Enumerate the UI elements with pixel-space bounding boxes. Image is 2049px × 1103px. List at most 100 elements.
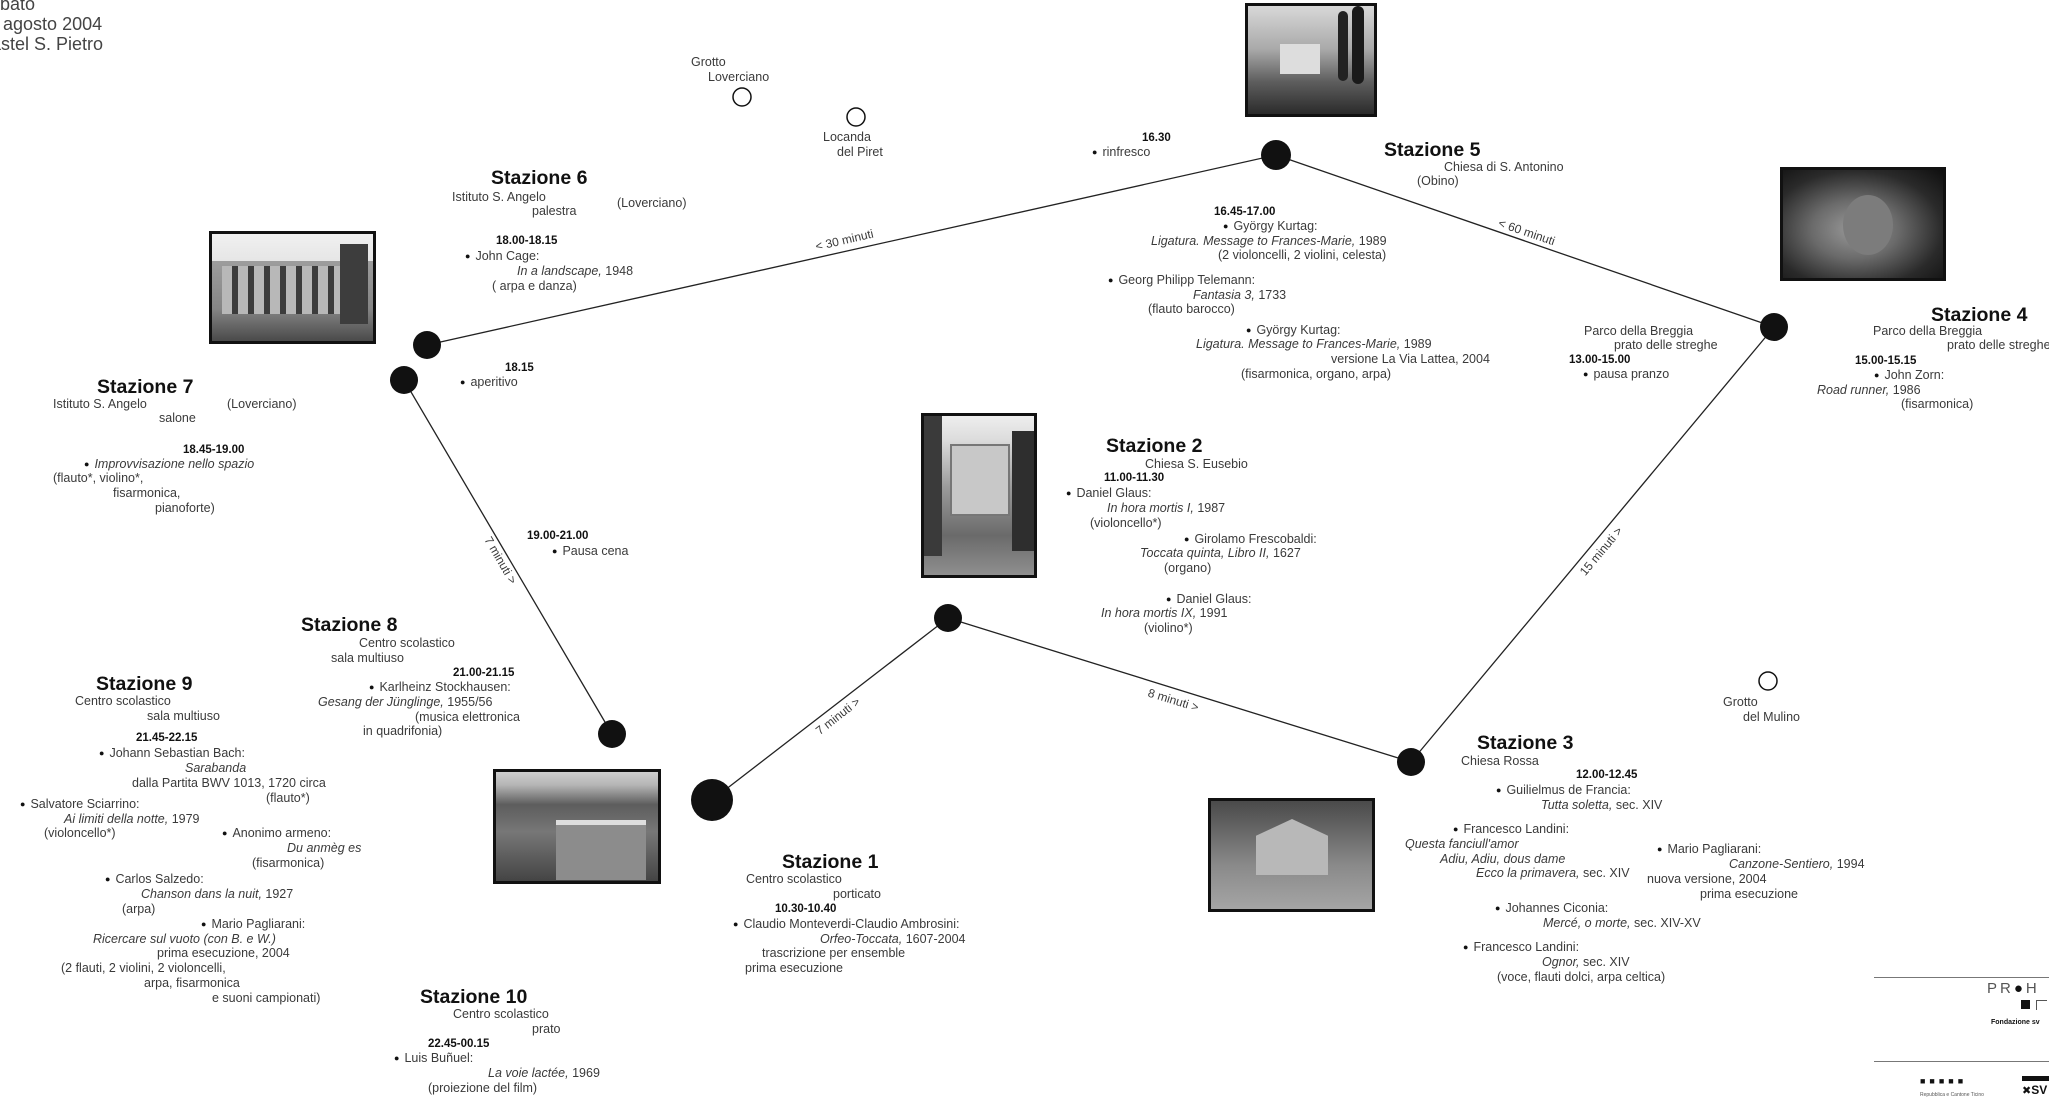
node-stazione-1[interactable] — [691, 779, 733, 821]
sponsor-canton: Repubblica e Cantone Ticino — [1920, 1092, 1984, 1098]
node-stazione-7[interactable] — [390, 366, 418, 394]
stazione-1-location-2: porticato — [833, 887, 881, 901]
stazione-9-item-1-composer: Johann Sebastian Bach: — [99, 746, 245, 762]
stazione-8-time: 21.00-21.15 — [453, 667, 515, 679]
logo-dot-icon: ● — [2013, 980, 2026, 997]
stazione-3-item-4-work: Mercé, o morte, sec. XIV-XV — [1543, 916, 1701, 930]
aperitivo-time: 18.15 — [505, 362, 534, 374]
stazione-3-location: Chiesa Rossa — [1461, 754, 1539, 768]
header-day: Sabato — [0, 0, 36, 14]
stazione-9-item-4-instr: (arpa) — [122, 902, 156, 916]
photo-stazione-6 — [209, 231, 376, 344]
stazione-2-item-2-work: Toccata quinta, Libro II, 1627 — [1140, 546, 1301, 560]
stazione-9-item-3-composer: Anonimo armeno: — [222, 826, 331, 842]
stazione-1-location: Centro scolastico — [746, 872, 842, 886]
node-grotto-loverciano[interactable] — [732, 87, 752, 107]
stazione-7-work: Improvvisazione nello spazio — [84, 457, 254, 473]
stazione-9-time: 21.45-22.15 — [136, 732, 198, 744]
stazione-10-location: Centro scolastico — [453, 1007, 549, 1021]
route-s7-s8 — [403, 379, 613, 735]
rinfresco-time: 16.30 — [1142, 132, 1171, 144]
stazione-7-instr-1: (flauto*, violino*, — [53, 471, 144, 485]
stazione-4-location-2: prato delle streghe — [1947, 338, 2049, 352]
logo-text-1: PR — [1987, 980, 2014, 997]
node-grotto-mulino[interactable] — [1758, 671, 1778, 691]
stazione-2-item-3-instr: (violino*) — [1144, 621, 1193, 635]
stazione-9-item-4-work: Chanson dans la nuit, 1927 — [141, 887, 294, 901]
place-grotto-loverciano: Grotto Loverciano — [691, 55, 769, 85]
cena-time: 19.00-21.00 — [527, 530, 589, 542]
stazione-6-location-2: palestra — [532, 204, 577, 218]
stazione-8-instr-2: in quadrifonia) — [363, 724, 443, 738]
stazione-6-work: In a landscape, 1948 — [517, 264, 634, 278]
stazione-5-item-3-composer: György Kurtag: — [1246, 323, 1340, 339]
logo-rule-bottom — [1874, 1061, 2049, 1062]
logo-rule-top — [1874, 977, 2049, 978]
node-stazione-8[interactable] — [598, 720, 626, 748]
stazione-5-item-2-composer: Georg Philipp Telemann: — [1108, 273, 1255, 289]
pranzo-location-2: prato delle streghe — [1614, 338, 1718, 352]
stazione-7-location: Istituto S. Angelo — [53, 397, 147, 411]
stazione-9-item-3-instr: (fisarmonica) — [252, 856, 325, 870]
stazione-7-title: Stazione 7 — [97, 376, 194, 398]
stazione-3-item-2-work-1: Questa fanciull'amor — [1405, 837, 1519, 851]
stazione-10-work: La voie lactée, 1969 — [488, 1066, 600, 1080]
route-s4-s3 — [1410, 326, 1775, 763]
stazione-7-location-3: (Loverciano) — [227, 397, 297, 411]
stazione-3-item-4-composer: Johannes Ciconia: — [1495, 901, 1608, 917]
stazione-2-title: Stazione 2 — [1106, 435, 1203, 457]
aperitivo-item: aperitivo — [460, 375, 517, 391]
stazione-9-item-5-composer: Mario Pagliarani: — [201, 917, 305, 933]
stazione-7-instr-2: fisarmonica, — [113, 486, 181, 500]
stazione-9-item-2-composer: Salvatore Sciarrino: — [20, 797, 139, 813]
cena-item: Pausa cena — [552, 544, 628, 560]
node-locanda-piret[interactable] — [846, 107, 866, 127]
route-s6-s5 — [426, 154, 1277, 346]
node-stazione-4[interactable] — [1760, 313, 1788, 341]
route-s5-s4 — [1275, 154, 1775, 328]
node-stazione-2[interactable] — [934, 604, 962, 632]
stazione-3-item-5-work: Ognor, sec. XIV — [1542, 955, 1630, 969]
stazione-10-location-2: prato — [532, 1022, 561, 1036]
stazione-8-location: Centro scolastico — [359, 636, 455, 650]
pranzo-item: pausa pranzo — [1583, 367, 1669, 383]
photo-stazione-4 — [1780, 167, 1946, 281]
place-label: Locanda — [823, 130, 871, 144]
stazione-3-item-3-composer: Mario Pagliarani: — [1657, 842, 1761, 858]
stazione-2-item-1-composer: Daniel Glaus: — [1066, 486, 1151, 502]
place-label: del Mulino — [1743, 710, 1800, 724]
stazione-3-item-3-work: Canzone-Sentiero, 1994 — [1729, 857, 1865, 871]
route-s3-s2 — [947, 617, 1412, 763]
header-place: Castel S. Pietro — [0, 34, 104, 54]
stazione-9-item-4-composer: Carlos Salzedo: — [105, 872, 203, 888]
stazione-8-composer: Karlheinz Stockhausen: — [369, 680, 510, 696]
stazione-2-item-2-instr: (organo) — [1164, 561, 1212, 575]
stazione-3-item-3-line-2: nuova versione, 2004 — [1647, 872, 1767, 886]
stazione-3-item-2-composer: Francesco Landini: — [1453, 822, 1569, 838]
stazione-2-item-2-composer: Girolamo Frescobaldi: — [1184, 532, 1316, 548]
stazione-9-item-5-line-3: (2 flauti, 2 violini, 2 violoncelli, — [61, 961, 226, 975]
stazione-5-item-3-work: Ligatura. Message to Frances-Marie, 1989 — [1196, 337, 1432, 351]
stazione-9-item-2-work: Ai limiti della notte, 1979 — [64, 812, 200, 826]
stazione-9-item-1-work: Sarabanda — [185, 761, 247, 775]
stazione-9-item-5-line-2: prima esecuzione, 2004 — [157, 946, 290, 960]
node-stazione-6[interactable] — [413, 331, 441, 359]
stazione-5-item-1-work: Ligatura. Message to Frances-Marie, 1989 — [1151, 234, 1387, 248]
sponsor-bar — [2022, 1076, 2049, 1081]
stazione-3-item-2-work-3: Ecco la primavera, sec. XIV — [1476, 866, 1630, 880]
stazione-2-item-3-composer: Daniel Glaus: — [1166, 592, 1251, 608]
photo-stazione-2 — [921, 413, 1037, 578]
stazione-9-location: Centro scolastico — [75, 694, 171, 708]
stazione-10-title: Stazione 10 — [420, 986, 528, 1008]
node-stazione-3[interactable] — [1397, 748, 1425, 776]
stazione-3-item-3-line-3: prima esecuzione — [1700, 887, 1798, 901]
stazione-4-instr: (fisarmonica) — [1901, 397, 1974, 411]
node-stazione-5[interactable] — [1261, 140, 1291, 170]
stazione-6-instr: ( arpa e danza) — [492, 279, 577, 293]
stazione-7-instr-3: pianoforte) — [155, 501, 215, 515]
stazione-8-work: Gesang der Jünglinge, 1955/56 — [318, 695, 493, 709]
stazione-5-item-1-composer: György Kurtag: — [1223, 219, 1317, 235]
stazione-5-location-2: (Obino) — [1417, 174, 1459, 188]
stazione-5-title: Stazione 5 — [1384, 139, 1481, 161]
